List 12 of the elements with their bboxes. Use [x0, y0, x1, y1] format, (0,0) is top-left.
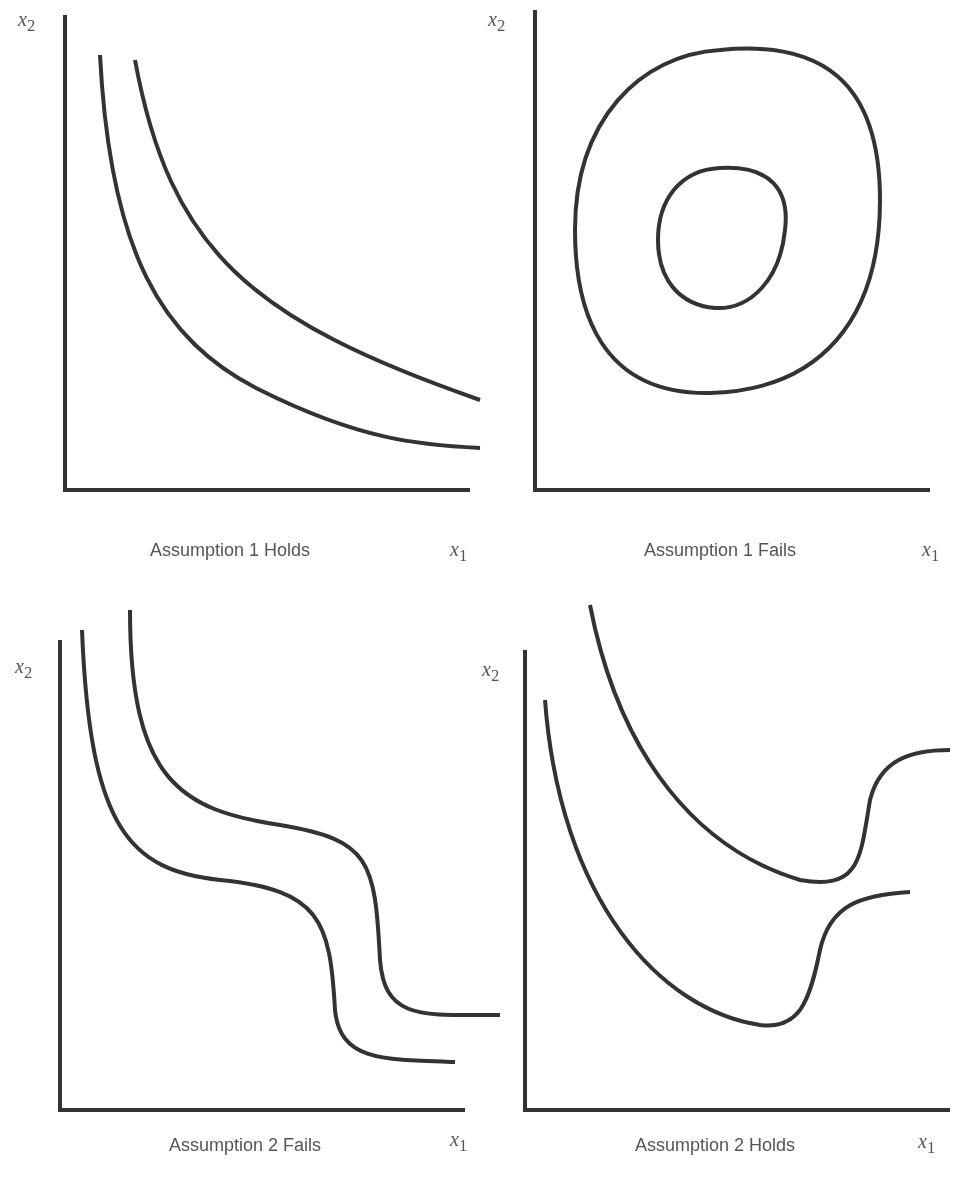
axis-label: x$_{1}$	[450, 538, 468, 566]
axis-label: x$_{1}$	[922, 538, 940, 566]
graph-caption: Assumption 2 Fails	[168, 1135, 322, 1156]
axis-label: x$_{1}$	[918, 1130, 936, 1158]
graph-caption: Assumption 2 Holds	[634, 1135, 796, 1156]
axis-label: x$_{1}$	[450, 1128, 468, 1156]
graph-caption: Assumption 1 Holds	[149, 540, 311, 561]
axis-label: x$_{2}$	[15, 655, 33, 683]
axis-label: x$_{2}$	[482, 658, 500, 686]
graph-caption: Assumption 1 Fails	[643, 540, 797, 561]
axis-label: x$_{2}$	[18, 8, 36, 36]
axis-label: x$_{2}$	[488, 8, 506, 36]
